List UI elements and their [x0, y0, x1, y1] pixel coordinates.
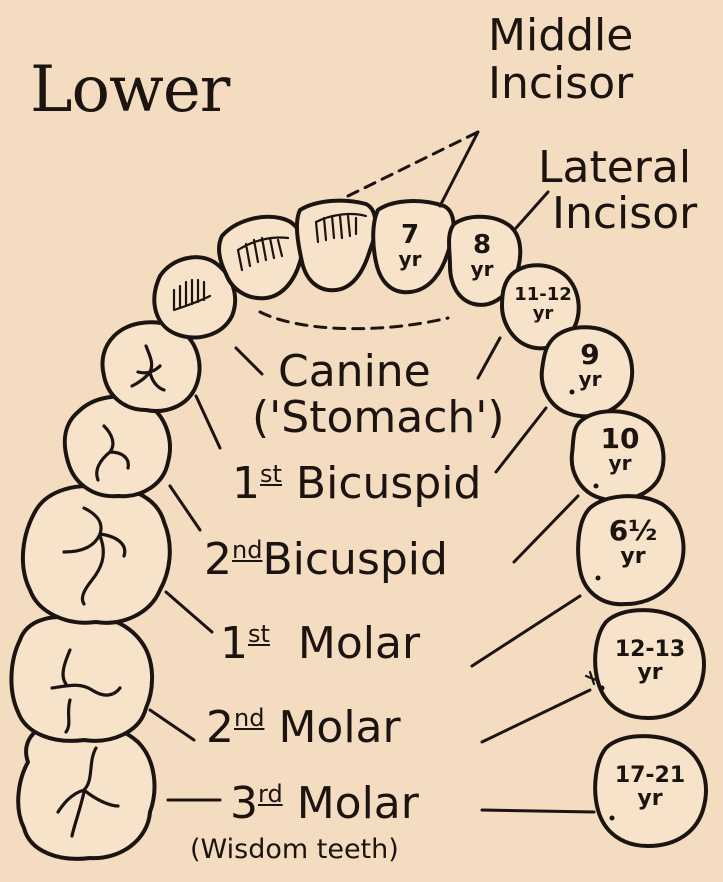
lateral-incisor-label-line1: Lateral: [538, 146, 691, 190]
canine-stomach-label: ('Stomach'): [252, 396, 505, 440]
left-second-molar: [11, 616, 152, 741]
lateral-incisor-leader: [516, 192, 548, 228]
first-bicuspid-left-leader: [196, 396, 220, 448]
first-molar-right-leader: [472, 596, 580, 666]
third-molar-label: 3rd Molar: [230, 782, 419, 826]
second-bicuspid-label: 2ndBicuspid: [204, 538, 448, 582]
left-lateral-incisor: [219, 217, 302, 298]
first-molar-label: 1st Molar: [220, 622, 420, 666]
left-middle-incisor: [297, 201, 376, 291]
canine-left-leader: [236, 348, 262, 374]
middle-incisor-leader: [440, 132, 478, 206]
third-molar-right-leader: [482, 810, 594, 812]
second-molar-left-leader: [150, 710, 194, 740]
diagram-title: Lower: [30, 58, 229, 122]
second-bicuspid-left-leader: [170, 486, 200, 530]
middle-incisor-label-line2: Incisor: [488, 62, 633, 106]
first-molar-left-leader: [166, 592, 212, 632]
incisor-dashed-line: [348, 132, 478, 196]
left-first-molar: [23, 486, 170, 623]
second-molar-label: 2nd Molar: [206, 706, 401, 750]
canine-label: Canine: [278, 350, 431, 394]
gumline-dashed-curve: [260, 312, 448, 329]
first-bicuspid-label: 1st Bicuspid: [232, 462, 481, 506]
lateral-incisor-label-line2: Incisor: [552, 192, 697, 236]
middle-incisor-label-line1: Middle: [488, 14, 633, 58]
canine-right-leader: [478, 338, 500, 378]
second-bicuspid-right-leader: [514, 496, 578, 562]
second-molar-right-leader: [482, 690, 590, 742]
wisdom-teeth-note: (Wisdom teeth): [190, 836, 399, 863]
